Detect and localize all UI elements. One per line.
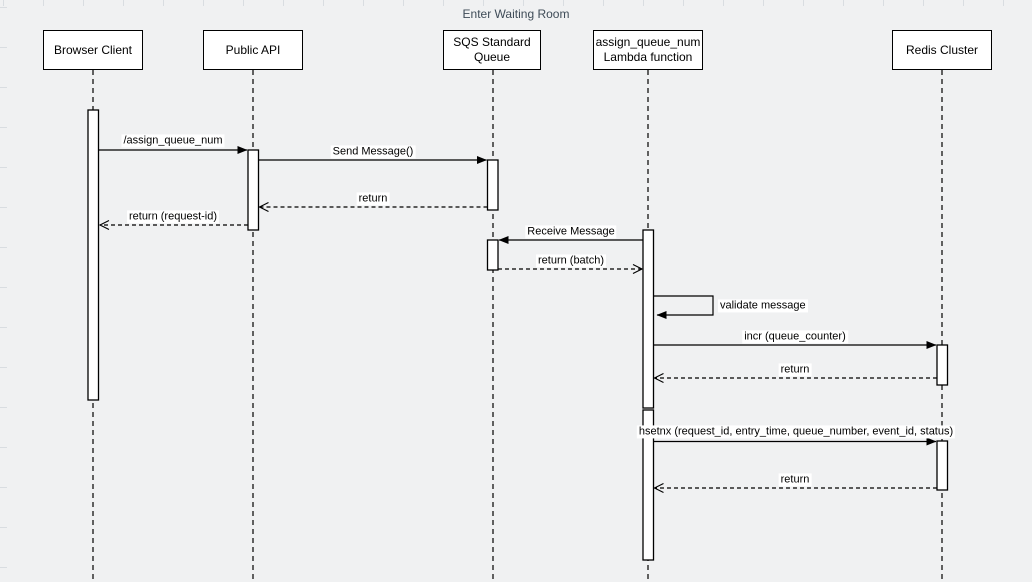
message-label-6: incr (queue_counter) (742, 330, 848, 344)
activation-bar-redis-7 (936, 440, 949, 491)
self-message-label: validate message (718, 299, 808, 313)
actor-box-lambda: assign_queue_num Lambda function (593, 30, 703, 70)
activation-bar-sqs-2 (486, 159, 499, 211)
message-label-9: return (778, 473, 812, 487)
activation-bar-api-1 (247, 149, 260, 231)
message-label-5: return (batch) (535, 254, 607, 268)
activation-bar-redis-6 (936, 344, 949, 386)
message-label-3: return (request-id) (126, 210, 220, 224)
actor-box-redis: Redis Cluster (892, 30, 992, 70)
activation-bar-sqs-3 (486, 239, 499, 271)
activation-bar-lambda-4 (642, 229, 655, 409)
message-label-2: return (356, 192, 390, 206)
activation-bar-browser-0 (87, 109, 100, 401)
message-label-8: hsetnx (request_id, entry_time, queue_nu… (636, 425, 956, 439)
message-label-7: return (778, 363, 812, 377)
message-label-4: Receive Message (525, 225, 617, 239)
self-message-arrow (653, 295, 714, 319)
diagram-title: Enter Waiting Room (462, 7, 570, 21)
actor-box-browser: Browser Client (43, 30, 143, 70)
actor-box-sqs: SQS Standard Queue (443, 30, 541, 70)
actor-box-api: Public API (203, 30, 303, 70)
message-label-1: Send Message() (330, 145, 416, 159)
message-label-0: /assign_queue_num (121, 134, 225, 148)
